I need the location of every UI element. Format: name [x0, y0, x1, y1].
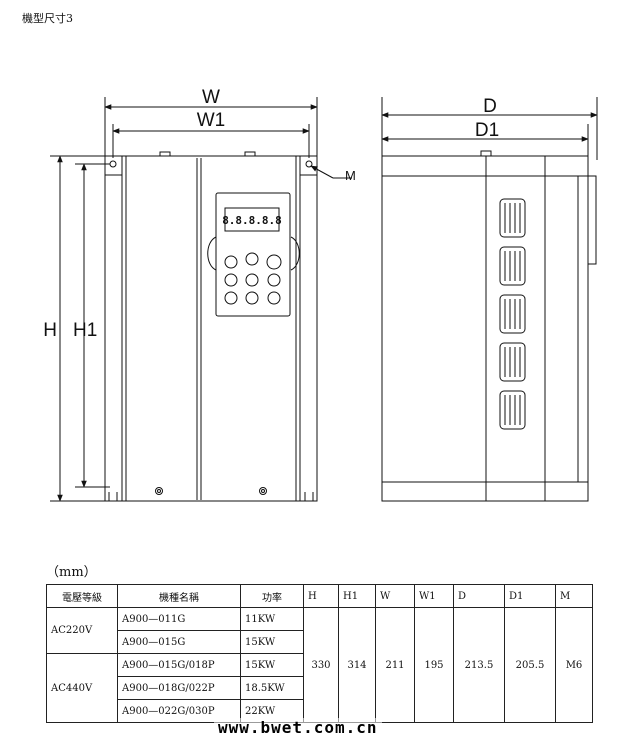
- header-cell: 功率: [240, 584, 304, 608]
- dim-h1-cell: 314: [338, 607, 376, 723]
- header-cell: M: [555, 584, 593, 608]
- dim-m-label: M: [345, 168, 356, 183]
- spec-table: 電壓等級 機種名稱 功率 H H1 W W1 D D1 M AC220V A90…: [46, 584, 593, 723]
- table-row: AC440V A900—015G/018P 15KW: [46, 653, 593, 723]
- header-cell: H1: [338, 584, 376, 608]
- vent-group: [499, 198, 526, 430]
- voltage-cell: AC440V: [46, 653, 118, 723]
- header-cell: D: [453, 584, 505, 608]
- voltage-cell: AC220V: [46, 607, 118, 654]
- header-cell: W: [375, 584, 415, 608]
- header-cell: 電壓等級: [46, 584, 118, 608]
- model-cell: A900—018G/022P: [117, 676, 241, 700]
- model-cell: A900—015G: [117, 630, 241, 654]
- front-view: 8.8.8.8.8: [50, 97, 352, 502]
- dim-w-cell: 211: [375, 607, 415, 723]
- dim-h1-label: H1: [73, 320, 97, 341]
- table-row: A900—018G/022P 18.5KW: [47, 676, 593, 700]
- svg-text:8.8.8.8.8: 8.8.8.8.8: [222, 214, 282, 227]
- header-cell: W1: [414, 584, 454, 608]
- dim-h-cell: 330: [303, 607, 339, 723]
- power-cell: 15KW: [240, 630, 304, 654]
- page-title: 機型尺寸3: [22, 12, 73, 25]
- dim-m-cell: M6: [555, 607, 593, 723]
- dim-d1-label: D1: [475, 120, 499, 141]
- dim-w-label: W: [202, 87, 220, 108]
- dim-d-cell: 213.5: [453, 607, 505, 723]
- table-row: A900—015G 15KW: [47, 630, 593, 654]
- table-row: AC220V A900—011G 11KW 330 314 211 195 21…: [46, 607, 593, 723]
- dim-h-label: H: [43, 320, 57, 341]
- header-cell: 機種名稱: [117, 584, 241, 608]
- side-view: [381, 97, 598, 502]
- dim-w1-cell: 195: [414, 607, 454, 723]
- header-cell: H: [303, 584, 339, 608]
- dim-d-label: D: [483, 96, 497, 117]
- watermark: www.bwet.com.cn: [214, 718, 382, 737]
- dim-w1-label: W1: [197, 110, 226, 131]
- power-cell: 11KW: [240, 607, 304, 631]
- dimension-drawing: 8.8.8.8.8: [43, 87, 598, 502]
- power-cell: 15KW: [240, 653, 304, 677]
- header-cell: D1: [504, 584, 556, 608]
- unit-label: （mm）: [46, 565, 97, 580]
- model-cell: A900—015G/018P: [117, 653, 241, 677]
- table-header-row: 電壓等級 機種名稱 功率 H H1 W W1 D D1 M: [46, 584, 593, 608]
- power-cell: 18.5KW: [240, 676, 304, 700]
- model-cell: A900—011G: [117, 607, 241, 631]
- dim-d1-cell: 205.5: [504, 607, 556, 723]
